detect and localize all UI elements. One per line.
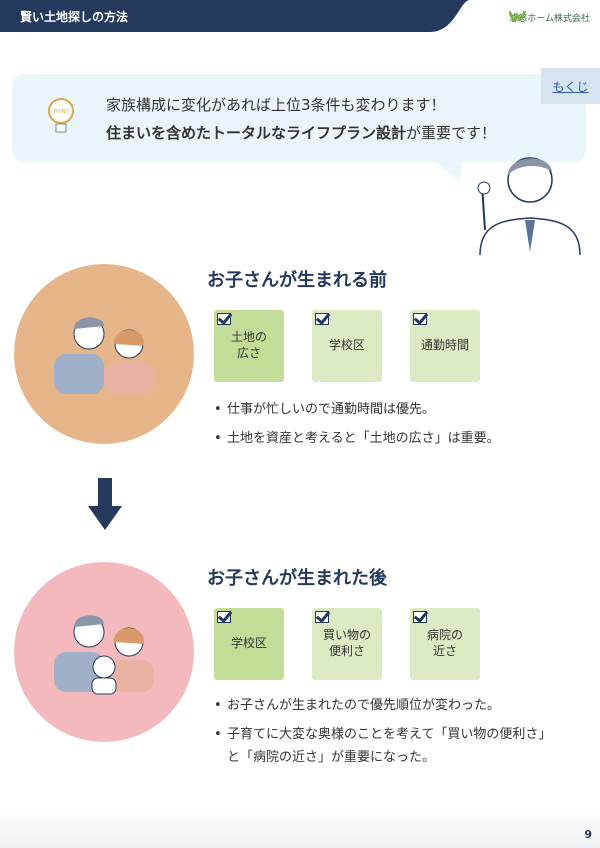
point-emphasis: 住まいを含めたトータルなライフプラン設計 xyxy=(106,124,407,142)
checkbox-checked-icon xyxy=(413,611,427,623)
bullets-after: お子さんが生まれたので優先順位が変わった。 子育てに大変な奥様のことを考えて「買… xyxy=(214,694,559,775)
arrow-down-icon xyxy=(88,478,122,530)
priority-shopping-convenience: 買い物の 便利さ xyxy=(312,608,382,680)
company-logo: 悠悠ホーム株式会社 xyxy=(509,11,590,24)
bullet-item: 仕事が忙しいので通勤時間は優先。 xyxy=(214,398,554,421)
point-rest: が重要です！ xyxy=(406,124,497,142)
section-title-after: お子さんが生まれた後 xyxy=(207,568,387,589)
bubble-tail xyxy=(433,160,475,182)
point-line-2: 住まいを含めたトータルなライフプラン設計が重要です！ xyxy=(106,122,496,143)
checkbox-checked-icon xyxy=(315,313,329,325)
checkbox-checked-icon xyxy=(315,611,329,623)
point-line-1: 家族構成に変化があれば上位3条件も変わります！ xyxy=(106,96,446,114)
company-name: 悠悠ホーム株式会社 xyxy=(509,14,590,24)
bullets-before: 仕事が忙しいので通勤時間は優先。 土地を資産と考えると「土地の広さ」は重要。 xyxy=(214,398,554,456)
point-bubble xyxy=(12,74,586,162)
priorities-after: 学校区 買い物の 便利さ 病院の 近さ xyxy=(214,608,480,680)
bullet-item: お子さんが生まれたので優先順位が変わった。 xyxy=(214,694,559,717)
document-title: 賢い土地探しの方法 xyxy=(20,10,129,24)
bullet-item: 子育てに大変な奥様のことを考えて「買い物の便利さ」と「病院の近さ」が重要になった… xyxy=(214,723,559,769)
header: 賢い土地探しの方法 悠悠ホーム株式会社 xyxy=(0,0,600,32)
priority-hospital-proximity: 病院の 近さ xyxy=(410,608,480,680)
priority-land-size: 土地の 広さ xyxy=(214,310,284,382)
section-title-before: お子さんが生まれる前 xyxy=(207,270,387,291)
priority-school-district: 学校区 xyxy=(312,310,382,382)
priority-school-district: 学校区 xyxy=(214,608,284,680)
businessman-illustration xyxy=(477,157,581,255)
footer xyxy=(0,808,600,848)
family-before-illustration xyxy=(14,264,194,444)
priorities-before: 土地の 広さ 学校区 通勤時間 xyxy=(214,310,480,382)
page-number: 9 xyxy=(584,828,592,841)
toc-link[interactable]: もくじ xyxy=(541,68,600,104)
logo-icon xyxy=(509,11,527,21)
bullet-item: 土地を資産と考えると「土地の広さ」は重要。 xyxy=(214,427,554,450)
lightbulb-icon: POINT xyxy=(48,98,74,133)
checkbox-checked-icon xyxy=(217,611,231,623)
checkbox-checked-icon xyxy=(217,313,231,325)
svg-text:POINT: POINT xyxy=(53,109,69,115)
priority-commute-time: 通勤時間 xyxy=(410,310,480,382)
checkbox-checked-icon xyxy=(413,313,427,325)
family-after-illustration xyxy=(14,562,194,742)
